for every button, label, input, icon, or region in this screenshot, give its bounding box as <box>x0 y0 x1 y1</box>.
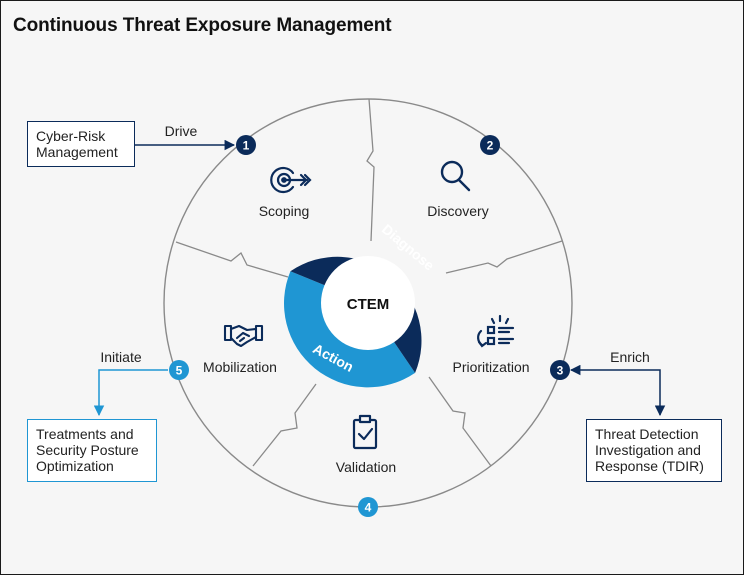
stage-badge-2: 2 <box>480 135 500 155</box>
svg-text:4: 4 <box>365 501 372 515</box>
tdir-line-1: Threat Detection <box>595 426 699 442</box>
treatments-line-2: Security Posture <box>36 442 139 458</box>
segment-dividers <box>175 98 563 467</box>
treatments-box: Treatments and Security Posture Optimiza… <box>27 419 157 482</box>
action-ring <box>284 271 416 388</box>
initiate-label: Initiate <box>100 349 141 365</box>
stage-badge-5: 5 <box>169 360 189 380</box>
tdir-line-2: Investigation and <box>595 442 701 458</box>
diagram-title: Continuous Threat Exposure Management <box>13 15 392 36</box>
cyber-risk-box: Cyber-Risk Management <box>27 121 135 167</box>
drive-label: Drive <box>165 123 198 139</box>
initiate-arrow <box>93 369 168 417</box>
svg-text:2: 2 <box>487 139 494 153</box>
svg-text:3: 3 <box>557 364 564 378</box>
treatments-line-3: Optimization <box>36 458 114 474</box>
enrich-label: Enrich <box>610 349 650 365</box>
center-label: CTEM <box>347 296 390 313</box>
stage-label-discovery: Discovery <box>427 203 488 219</box>
stage-label-mobilization: Mobilization <box>203 359 277 375</box>
magnifier-icon <box>440 160 471 192</box>
svg-text:5: 5 <box>176 364 183 378</box>
cyber-risk-line-2: Management <box>36 144 118 160</box>
target-icon <box>270 166 312 194</box>
svg-text:1: 1 <box>243 139 250 153</box>
stage-badge-1: 1 <box>236 135 256 155</box>
stage-label-scoping: Scoping <box>259 203 310 219</box>
stage-label-prioritization: Prioritization <box>452 359 529 375</box>
stage-label-validation: Validation <box>336 459 396 475</box>
stage-badge-3: 3 <box>550 360 570 380</box>
tdir-box: Threat Detection Investigation and Respo… <box>586 419 722 482</box>
list-priority-icon <box>477 314 515 348</box>
cyber-risk-line-1: Cyber-Risk <box>36 128 106 144</box>
clipboard-check-icon <box>352 414 378 450</box>
stage-badge-4: 4 <box>358 497 378 517</box>
enrich-arrow <box>569 364 666 417</box>
tdir-line-3: Response (TDIR) <box>595 458 704 474</box>
treatments-line-1: Treatments and <box>36 426 134 442</box>
center-hole <box>321 256 415 350</box>
handshake-icon <box>223 324 264 348</box>
